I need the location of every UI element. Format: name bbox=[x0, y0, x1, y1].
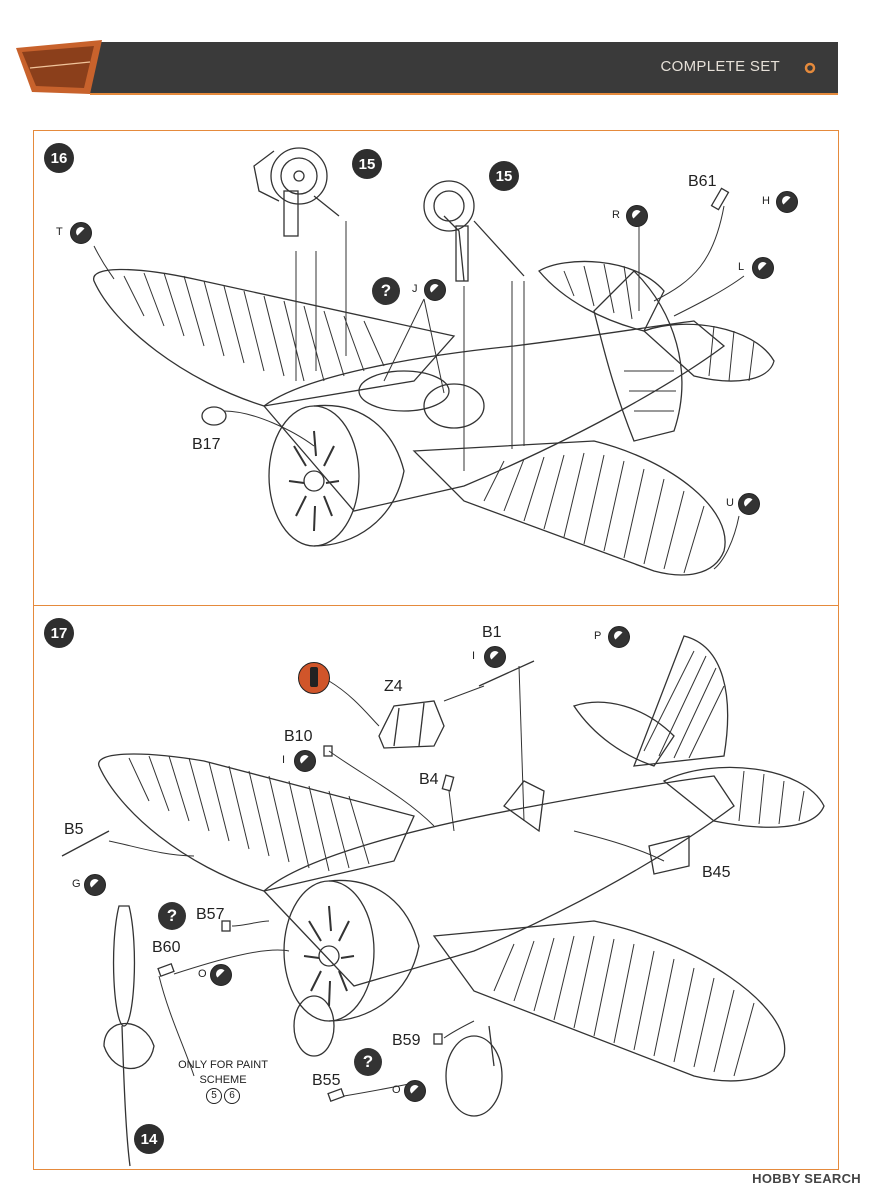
paint-code-label: P bbox=[594, 630, 602, 642]
note-line: ONLY FOR PAINT bbox=[178, 1059, 268, 1071]
step-16-panel: 16 15 15 B61 B17 T R H ? J L U bbox=[33, 130, 839, 606]
header-banner: COMPLETE SET bbox=[10, 38, 838, 98]
paint-brush-icon bbox=[484, 646, 506, 668]
question-icon: ? bbox=[372, 277, 400, 305]
paint-brush-icon bbox=[84, 874, 106, 896]
glue-icon bbox=[298, 662, 330, 694]
step-number: 17 bbox=[44, 618, 74, 648]
header-title: COMPLETE SET bbox=[660, 58, 780, 75]
step-17-panel: 17 B1 I P Z4 B10 I B4 B5 G B45 ? B57 B60… bbox=[33, 605, 839, 1170]
part-label: B1 bbox=[482, 624, 502, 641]
paint-code-label: U bbox=[726, 497, 734, 509]
part-label: B45 bbox=[702, 864, 731, 881]
paint-code-label: I bbox=[282, 754, 286, 766]
paint-brush-icon bbox=[752, 257, 774, 279]
paint-code-label: L bbox=[738, 261, 745, 273]
sub-step-badge: 15 bbox=[489, 161, 519, 191]
paint-brush-icon bbox=[70, 222, 92, 244]
paint-brush-icon bbox=[626, 205, 648, 227]
step-16-aircraft-drawing bbox=[93, 147, 775, 576]
part-label: B5 bbox=[64, 821, 84, 838]
part-label: Z4 bbox=[384, 678, 403, 695]
watermark: HOBBY SEARCH bbox=[752, 1171, 861, 1186]
paint-code-label: T bbox=[56, 226, 63, 238]
question-icon: ? bbox=[158, 902, 186, 930]
paint-brush-icon bbox=[210, 964, 232, 986]
scheme-number: 5 bbox=[206, 1088, 222, 1104]
part-label: B17 bbox=[192, 436, 221, 453]
paint-code-label: J bbox=[412, 283, 418, 295]
paint-code-label: G bbox=[72, 878, 81, 890]
scheme-number: 6 bbox=[224, 1088, 240, 1104]
part-label: B57 bbox=[196, 906, 225, 923]
part-label: B55 bbox=[312, 1072, 341, 1089]
sub-step-badge: 14 bbox=[134, 1124, 164, 1154]
paint-code-label: H bbox=[762, 195, 770, 207]
paint-code-label: I bbox=[472, 650, 476, 662]
header-dot-icon bbox=[804, 62, 816, 74]
paint-brush-icon bbox=[608, 626, 630, 648]
part-label: B10 bbox=[284, 728, 313, 745]
paint-brush-icon bbox=[424, 279, 446, 301]
part-label: B4 bbox=[419, 771, 439, 788]
paint-brush-icon bbox=[738, 493, 760, 515]
paint-brush-icon bbox=[776, 191, 798, 213]
banner-shape bbox=[16, 40, 838, 95]
part-label: B60 bbox=[152, 939, 181, 956]
note-line: SCHEME bbox=[199, 1074, 247, 1086]
step-number: 16 bbox=[44, 143, 74, 173]
question-icon: ? bbox=[354, 1048, 382, 1076]
part-label: B61 bbox=[688, 173, 717, 190]
step-17-aircraft-drawing bbox=[61, 635, 825, 1167]
paint-brush-icon bbox=[294, 750, 316, 772]
paint-brush-icon bbox=[404, 1080, 426, 1102]
paint-code-label: O bbox=[198, 968, 207, 980]
sub-step-badge: 15 bbox=[352, 149, 382, 179]
part-label: B59 bbox=[392, 1032, 421, 1049]
paint-code-label: O bbox=[392, 1084, 401, 1096]
paint-code-label: R bbox=[612, 209, 620, 221]
